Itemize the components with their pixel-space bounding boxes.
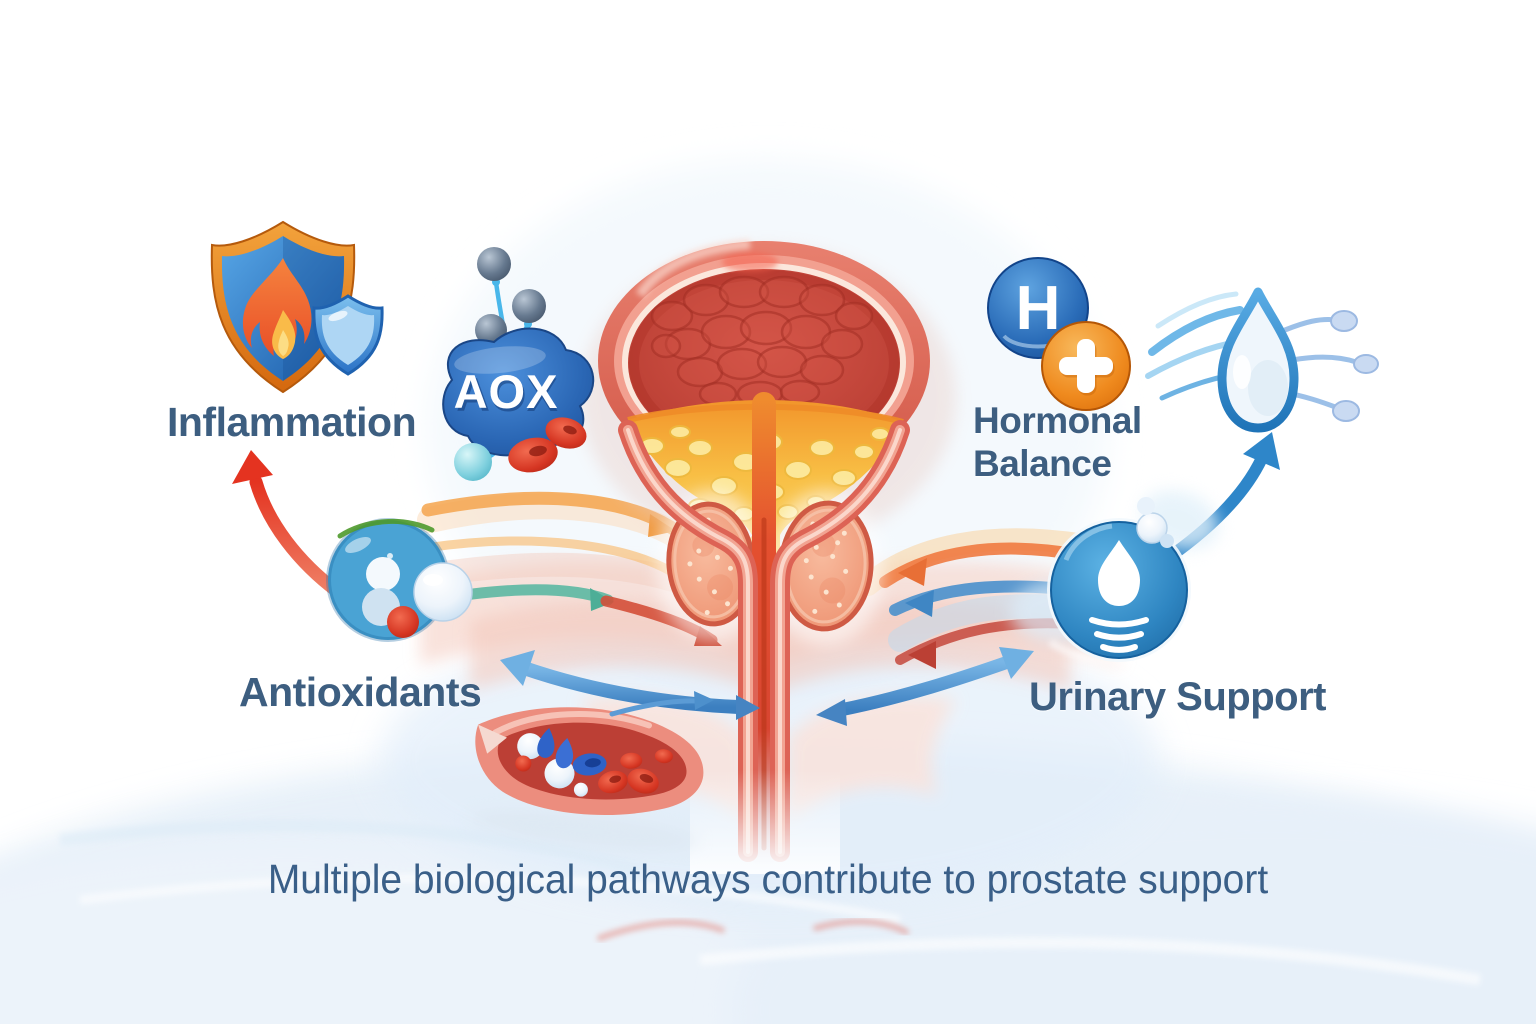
aox-molecule-icon: AOX AOX [442,247,595,481]
vessel-cells [515,728,673,797]
antioxidants-label: Antioxidants [239,669,482,715]
blue-double-arrow-left [500,650,760,720]
urinary-drop-circle-icon [1010,490,1219,666]
blood-vessel-cells-icon [469,707,704,851]
hormonal-balance-label: Hormonal Balance [973,400,1142,484]
caption-text: Multiple biological pathways contribute … [267,856,1269,902]
antioxidant-spheres-icon [326,518,473,642]
aox-badge-shadow: AOX [456,368,558,421]
inflammation-label: Inflammation [167,399,417,445]
hormone-plus-icon [1041,321,1131,411]
small-shield-icon [312,294,384,376]
urethra-illustration [618,392,910,874]
water-drop-icon [1145,287,1379,433]
small-right-arrow [609,691,714,717]
blue-double-arrow-right [816,647,1034,726]
blue-up-arrow [1162,432,1280,564]
red-up-arrow [232,450,345,599]
bladder-illustration [580,239,956,618]
hormone-h-label: H [1016,274,1061,343]
urinary-support-label: Urinary Support [1029,675,1326,719]
aox-badge-label: AOX [454,365,559,418]
